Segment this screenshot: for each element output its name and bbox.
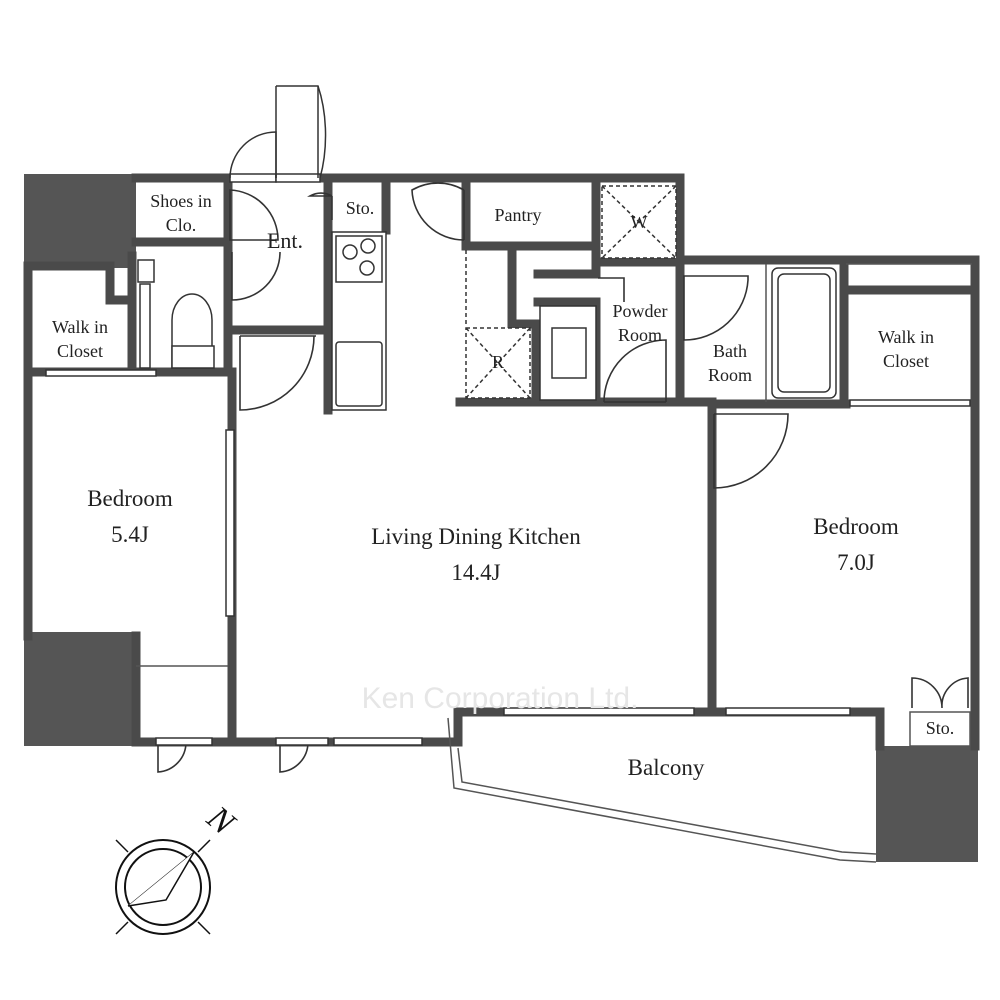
- door-toilet: [231, 251, 281, 301]
- entry-door[interactable]: [229, 85, 327, 183]
- entry-door-arc-right: [275, 85, 327, 179]
- compass-north-label: N: [199, 799, 243, 844]
- column-top-left: [24, 174, 136, 268]
- bathtub-inner: [777, 273, 831, 393]
- burner-2: [360, 238, 376, 254]
- label-bedroom-left: Bedroom: [87, 486, 173, 511]
- toilet-panel: [139, 283, 151, 369]
- interior-doors: [157, 182, 969, 773]
- compass: N: [115, 799, 243, 935]
- label-ldk: Living Dining Kitchen: [371, 524, 581, 549]
- label-powder-room-1: Powder: [613, 301, 668, 321]
- door-wic-right: [911, 677, 969, 709]
- sliding-doors: [45, 369, 971, 746]
- slider-wic-right: [849, 399, 971, 407]
- fridge-diag-1: [465, 327, 531, 399]
- door-bottom-left-2: [279, 741, 309, 773]
- label-wic-right-2: Closet: [883, 351, 929, 371]
- window-ldk-bottom: [333, 737, 423, 746]
- door-bedroom-right: [713, 413, 789, 489]
- compass-tick-ne: [197, 839, 211, 853]
- compass-tick-nw: [115, 839, 129, 853]
- watermark: Ken Corporation Ltd.: [362, 682, 639, 715]
- door-sto: [307, 192, 333, 220]
- toilet-tank: [137, 259, 155, 283]
- toilet-seat: [171, 345, 215, 369]
- slider-bedroom-left: [225, 429, 235, 617]
- wall-ldk-bottom: [227, 707, 885, 751]
- entry-door-arc-left: [229, 131, 277, 179]
- wall-kitchen-back: [507, 245, 541, 407]
- door-powder: [603, 339, 667, 403]
- label-bedroom-right-size: 7.0J: [837, 550, 875, 575]
- label-wic-left-2: Closet: [57, 341, 103, 361]
- basin: [551, 327, 587, 379]
- label-wic-right-1: Walk in: [878, 327, 934, 347]
- window-bedroom-left-bottom: [155, 737, 213, 746]
- label-w: W: [631, 212, 648, 232]
- label-ldk-size: 14.4J: [451, 560, 500, 585]
- label-ent: Ent.: [267, 228, 303, 253]
- balcony-outline: [447, 717, 877, 863]
- label-bedroom-left-size: 5.4J: [111, 522, 149, 547]
- washer-diag-2: [601, 185, 677, 259]
- fridge-diag-2: [465, 327, 531, 399]
- entry-door-leaf-left: [229, 173, 277, 183]
- compass-needle-tail: [127, 851, 195, 907]
- slider-wic-left: [45, 369, 157, 377]
- label-sto-top: Sto.: [346, 198, 375, 218]
- label-bath-room-2: Room: [708, 365, 752, 385]
- label-r: R: [492, 352, 504, 372]
- door-bath: [683, 275, 749, 341]
- room-labels: Shoes in Clo. Ent. Sto. Pantry W R Powde…: [52, 191, 954, 780]
- compass-tick-se: [197, 921, 211, 935]
- label-shoes-in-clo-1: Shoes in: [150, 191, 212, 211]
- door-bottom-left-1: [157, 741, 187, 773]
- label-wic-left-1: Walk in: [52, 317, 108, 337]
- compass-outer-ring: [115, 839, 211, 935]
- thin-lines: [136, 263, 972, 863]
- window-bedroom-right: [725, 707, 851, 716]
- door-pantry: [411, 182, 465, 241]
- door-powder-side: [598, 277, 625, 302]
- column-bottom-right: [876, 746, 978, 862]
- wall-lower-left: [131, 631, 237, 747]
- door-entry-hall: [239, 335, 316, 411]
- window-ldk-bottom-2: [275, 737, 329, 746]
- wall-outer-top: [131, 173, 980, 751]
- label-balcony: Balcony: [628, 755, 705, 780]
- burner-1: [342, 244, 358, 260]
- label-shoes-in-clo-2: Clo.: [166, 215, 197, 235]
- entry-door-leaf-right: [275, 173, 321, 183]
- balcony-outline-inner: [457, 747, 877, 855]
- door-shoes: [229, 189, 279, 241]
- kitchen-sink: [335, 341, 383, 407]
- label-bedroom-right: Bedroom: [813, 514, 899, 539]
- sto-bottom-box: [909, 711, 971, 747]
- burner-3: [359, 260, 375, 276]
- window-ldk-1: [503, 707, 695, 716]
- label-bath-room-1: Bath: [713, 341, 747, 361]
- column-bottom-left: [24, 632, 136, 746]
- fixtures: [137, 185, 837, 411]
- compass-tick-sw: [115, 921, 129, 935]
- label-pantry: Pantry: [495, 205, 542, 225]
- walls: [23, 173, 980, 751]
- label-powder-room-2: Room: [618, 325, 662, 345]
- label-sto-bottom: Sto.: [926, 718, 955, 738]
- structural-columns: [24, 174, 978, 862]
- compass-inner-ring: [124, 848, 202, 926]
